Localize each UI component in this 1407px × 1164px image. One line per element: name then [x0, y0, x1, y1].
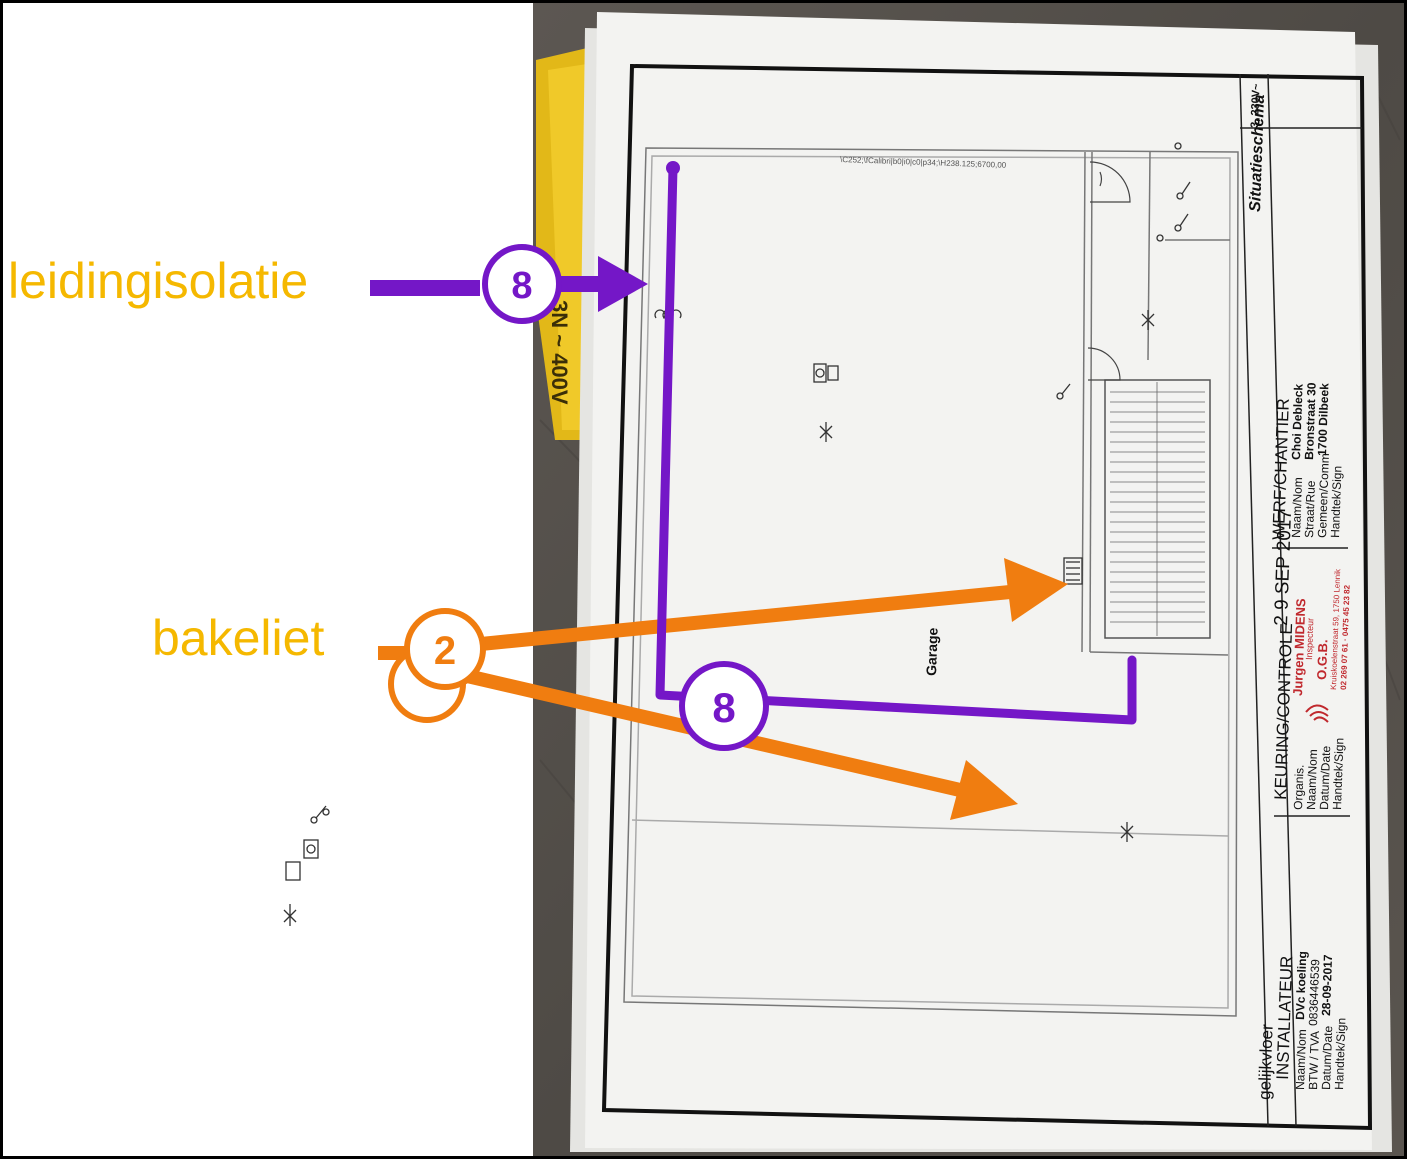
- werf-gemeente-label: Gemeen/Comm: [1315, 453, 1332, 538]
- leidingisolatie-label: leidingisolatie: [8, 253, 308, 309]
- socket-icon: [285, 839, 319, 881]
- switch-icon: [310, 805, 330, 824]
- stamp-org: O.G.B.: [1314, 639, 1330, 680]
- leidingisolatie-leader: [370, 280, 480, 296]
- stamp-logo: [1305, 704, 1329, 723]
- pipe-route-start: [666, 161, 680, 175]
- pipe-route-line: [655, 163, 1137, 725]
- pipe-route-badge: [679, 661, 769, 751]
- stamp-name: Jurgen MIDENS: [1290, 598, 1308, 696]
- installateur-datum-value: 28-09-2017: [1319, 954, 1335, 1016]
- werf-naam-label: Naam/Nom: [1289, 477, 1305, 538]
- installateur-btw-value: 0836446539: [1306, 959, 1322, 1027]
- keuring-handtek-label: Handtek/Sign: [1330, 738, 1347, 810]
- light-point-icon: [283, 904, 297, 926]
- installateur-heading: INSTALLATEUR: [1273, 955, 1296, 1080]
- light-point-icon: [1141, 310, 1155, 330]
- electrical-symbols: [283, 142, 1191, 926]
- installateur-datum-label: Datum/Date: [1319, 1025, 1335, 1090]
- drawing-border: [601, 63, 1373, 1131]
- bakeliet-arrowhead-1: [1004, 558, 1068, 622]
- doors: [1087, 161, 1131, 381]
- title-block-lines: [1239, 73, 1362, 1127]
- installateur-btw-label: BTW / TVA: [1306, 1031, 1322, 1090]
- floor-label: gelijkvloer: [1255, 1024, 1277, 1101]
- light-point-icon: [819, 422, 833, 442]
- bakeliet-label: bakeliet: [152, 610, 324, 666]
- switch-icon: [1056, 383, 1071, 400]
- bakeliet-arrow-line-1: [433, 585, 1017, 655]
- keuring-naam-label: Naam/Nom: [1304, 749, 1320, 810]
- installateur-naam-label: Naam/Nom: [1293, 1029, 1309, 1090]
- leidingisolatie-badge-number: 8: [511, 265, 532, 307]
- werf-handtek-label: Handtek/Sign: [1328, 466, 1345, 538]
- heater-icon: [1063, 557, 1083, 585]
- werf-straat-value: Bronstraat 30: [1302, 382, 1319, 460]
- werf-naam-value: Choi Debleck: [1289, 383, 1306, 460]
- bakeliet-badge-number: 2: [434, 629, 456, 673]
- leidingisolatie-badge: [482, 244, 562, 324]
- bakeliet-arrowhead-2: [950, 760, 1018, 820]
- werf-heading: WERF/CHANTIER: [1269, 398, 1293, 540]
- keuring-organis-label: Organis.: [1291, 764, 1307, 810]
- switch-icon: [1176, 181, 1191, 200]
- stamp-address: Kruiskoelenstraat 59, 1750 Lennik: [1329, 568, 1342, 690]
- stair-steps: [1110, 382, 1205, 636]
- schema-title: Situatieschema: [1247, 94, 1268, 212]
- leidingisolatie-arrowhead: [598, 256, 648, 312]
- box-text: 3N ~ 400V: [547, 300, 572, 405]
- bakeliet-badge: [404, 608, 486, 690]
- staircase: [1104, 379, 1211, 639]
- switch-icon: [1174, 213, 1189, 232]
- outlet-icon: [1156, 142, 1182, 242]
- room-label-garage: Garage: [923, 627, 941, 676]
- socket-icon: [813, 363, 839, 383]
- leidingisolatie-annotation: 8 8: [370, 161, 1137, 751]
- werf-straat-label: Straat/Rue: [1302, 480, 1318, 538]
- title-block: Situatieschema 3, 230V~ gelijkvloer WERF…: [1247, 83, 1352, 1100]
- light-point-icon: [1120, 822, 1134, 842]
- voltage-label: 3, 230V~: [1249, 83, 1263, 128]
- keuring-datum-label: Datum/Date: [1317, 745, 1333, 810]
- werf-gemeente-value: 1700 Dilbeek: [1315, 383, 1332, 456]
- keuring-stamp-date: 2 9 SEP 2017: [1271, 509, 1296, 627]
- installateur-naam-value: DVc koeling: [1293, 951, 1309, 1020]
- paper-sheet: [585, 12, 1372, 1150]
- stamp-role: Inspecteur: [1304, 618, 1315, 660]
- installateur-handtek-label: Handtek/Sign: [1332, 1018, 1349, 1090]
- inspection-stamp: Jurgen MIDENS Inspecteur O.G.B. Kruiskoe…: [1290, 568, 1352, 723]
- pipe-route-badge-number: 8: [712, 684, 735, 731]
- stamp-phone: 02 269 07 61 · 0475 45 23 82: [1339, 584, 1352, 690]
